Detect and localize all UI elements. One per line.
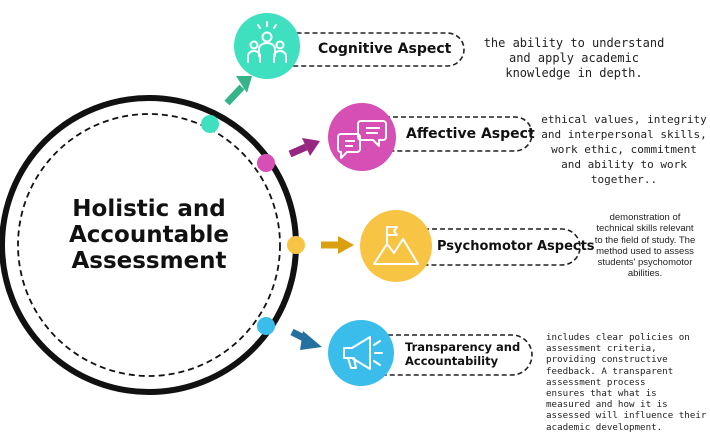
transparency-label-line-2: Accountability: [405, 354, 499, 368]
cognitive-icon-circle: [234, 13, 300, 79]
cognitive-dot: [201, 115, 219, 133]
transparency-accountability-label: Transparency and Accountability: [405, 340, 520, 368]
chat-bubbles-icon: [337, 120, 387, 159]
cognitive-description: the ability to understand and apply acad…: [483, 36, 665, 80]
megaphone-icon: [343, 336, 383, 370]
transparency-arrow: [290, 328, 322, 350]
psychomotor-description: demonstration of technical skills releva…: [594, 212, 696, 280]
affective-aspect-label: Affective Aspect: [406, 126, 535, 142]
psychomotor-aspects-label: Psychomotor Aspects: [437, 239, 595, 254]
inner-dashed-ring: [17, 113, 281, 377]
center-title-line-3: Assessment: [71, 248, 227, 274]
transparency-label-line-1: Transparency and: [405, 340, 521, 354]
cognitive-aspect-label: Cognitive Aspect: [318, 41, 452, 57]
affective-description: ethical values, integrity and interperso…: [541, 113, 707, 186]
psychomotor-dot: [287, 236, 305, 254]
people-icon: [247, 21, 287, 63]
center-title-line-2: Accountable: [68, 222, 230, 248]
psychomotor-icon-circle: [360, 210, 432, 282]
transparency-icon-circle: [328, 320, 394, 386]
transparency-dot: [257, 317, 275, 335]
affective-dot: [257, 154, 275, 172]
center-title: Holistic and Accountable Assessment: [50, 196, 248, 274]
center-title-line-1: Holistic and: [72, 196, 226, 222]
mountain-flag-icon: [373, 226, 419, 265]
affective-arrow: [288, 138, 320, 158]
psychomotor-arrow: [321, 236, 354, 254]
cognitive-arrow: [224, 76, 252, 106]
transparency-description: includes clear policies on assessment cr…: [546, 332, 707, 433]
transparency-label-pill: [359, 334, 533, 376]
